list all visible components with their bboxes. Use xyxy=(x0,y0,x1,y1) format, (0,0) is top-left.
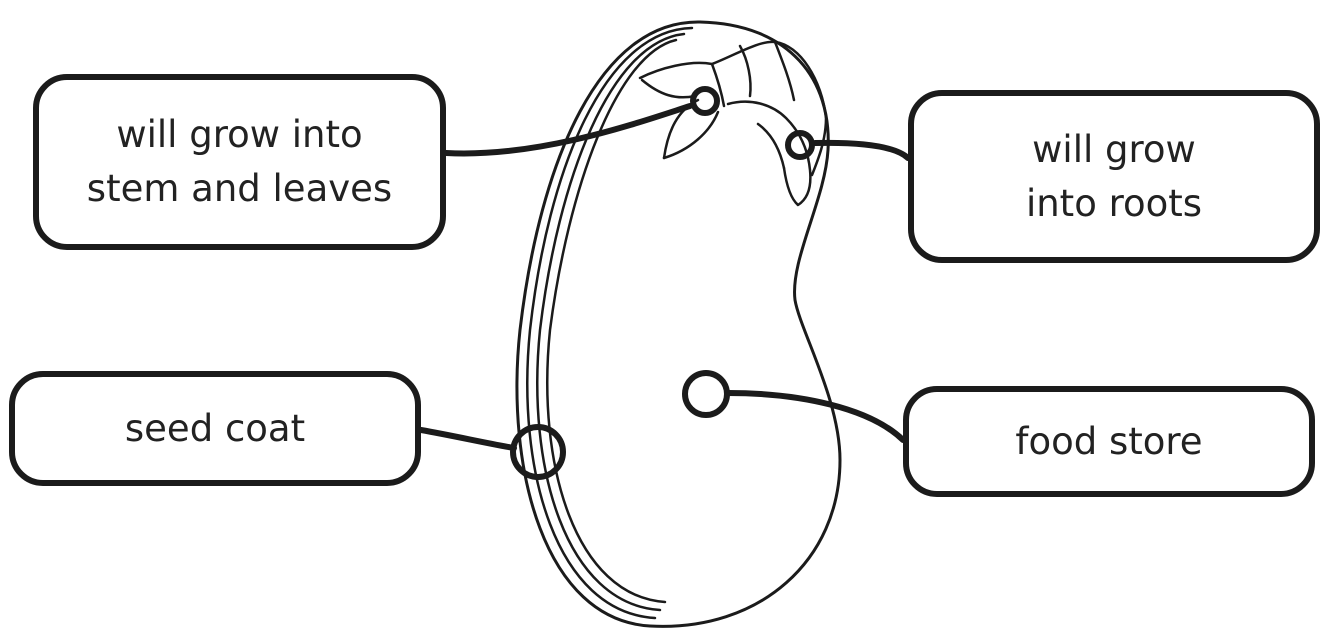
label-stem-leaves: will grow into stem and leaves xyxy=(33,74,446,250)
label-roots-line1: will grow xyxy=(1032,127,1196,171)
label-seed-coat-text: seed coat xyxy=(124,406,306,450)
plumule-fold xyxy=(773,40,796,102)
marker-roots xyxy=(785,130,815,160)
marker-coat xyxy=(510,424,566,480)
label-roots: will grow into roots xyxy=(908,90,1320,263)
label-stem-leaves-line2: stem and leaves xyxy=(86,167,393,210)
label-food-store: food store xyxy=(903,386,1315,497)
label-seed-coat: seed coat xyxy=(9,371,421,486)
leader-line-food xyxy=(725,390,906,443)
leader-line-coat xyxy=(418,427,517,451)
leader-line-roots xyxy=(812,139,911,161)
seed-coat-layer xyxy=(546,38,678,604)
seed-coat-layer xyxy=(536,32,686,612)
label-stem-leaves-line1: will grow into xyxy=(116,113,363,157)
seed-coat-layer xyxy=(526,26,694,620)
plumule-leaf xyxy=(662,110,720,160)
radicle-edge xyxy=(756,122,786,170)
plumule-fold xyxy=(738,44,752,98)
radicle xyxy=(726,100,812,207)
marker-stem xyxy=(690,86,720,116)
label-roots-line2: into roots xyxy=(1025,181,1203,225)
plumule-leaf xyxy=(640,78,697,99)
seed-coat-outline xyxy=(515,20,842,628)
marker-food xyxy=(682,370,730,418)
label-food-store-text: food store xyxy=(1015,419,1203,463)
plumule-fold xyxy=(710,62,726,108)
leader-line-stem xyxy=(443,103,693,157)
